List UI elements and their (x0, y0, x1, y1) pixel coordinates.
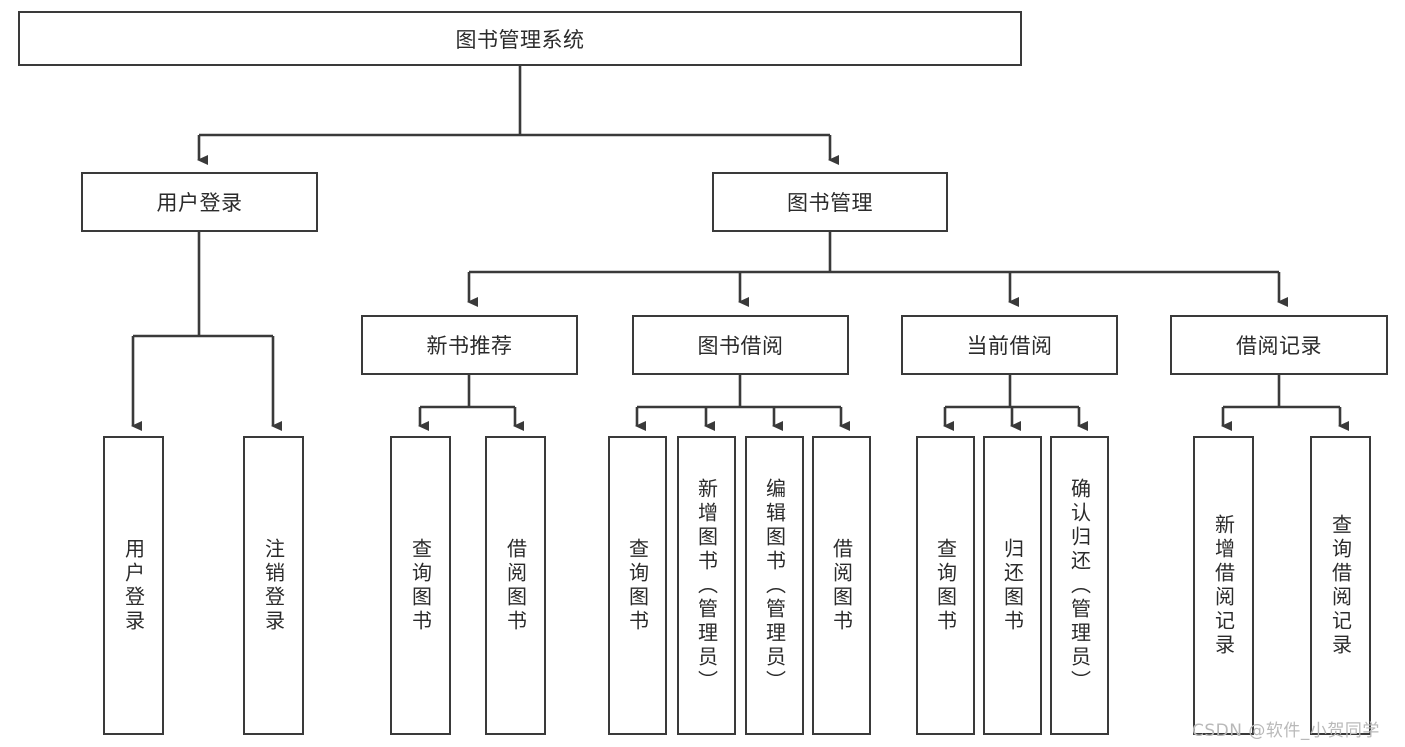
watermark: CSDN @软件_小贺同学 (1192, 721, 1380, 741)
node-leaf-query-record[interactable]: 查询借阅记录 (1310, 436, 1371, 735)
node-leaf-add-record[interactable]: 新增借阅记录 (1193, 436, 1254, 735)
node-book-management-label: 图书管理 (787, 191, 873, 215)
node-borrow-record-label: 借阅记录 (1236, 334, 1322, 358)
node-leaf-return-book[interactable]: 归还图书 (983, 436, 1042, 735)
node-current-borrow-label: 当前借阅 (966, 334, 1053, 358)
node-leaf-query-book-3[interactable]: 查询图书 (916, 436, 975, 735)
node-leaf-user-logout-label: 注销登录 (261, 537, 286, 634)
node-borrow-record[interactable]: 借阅记录 (1170, 315, 1388, 375)
node-user-login[interactable]: 用户登录 (81, 172, 318, 232)
node-new-book-recommend[interactable]: 新书推荐 (361, 315, 578, 375)
node-leaf-user-logout[interactable]: 注销登录 (243, 436, 304, 735)
node-root[interactable]: 图书管理系统 (18, 11, 1022, 66)
node-leaf-query-book-1-label: 查询图书 (408, 537, 433, 634)
node-leaf-query-book-2-label: 查询图书 (625, 537, 650, 634)
node-leaf-query-book-2[interactable]: 查询图书 (608, 436, 667, 735)
node-leaf-add-book[interactable]: 新增图书（管理员） (677, 436, 736, 735)
node-current-borrow[interactable]: 当前借阅 (901, 315, 1118, 375)
node-leaf-query-book-3-label: 查询图书 (933, 537, 958, 634)
node-leaf-confirm-return[interactable]: 确认归还（管理员） (1050, 436, 1109, 735)
node-leaf-add-record-label: 新增借阅记录 (1211, 513, 1236, 658)
node-leaf-borrow-book-2-label: 借阅图书 (829, 537, 854, 634)
node-leaf-return-book-label: 归还图书 (1000, 537, 1025, 634)
node-new-book-recommend-label: 新书推荐 (426, 334, 513, 358)
node-leaf-query-record-label: 查询借阅记录 (1328, 513, 1353, 658)
node-leaf-borrow-book-2[interactable]: 借阅图书 (812, 436, 871, 735)
node-leaf-add-book-label: 新增图书（管理员） (694, 477, 719, 694)
node-leaf-borrow-book-1-label: 借阅图书 (503, 537, 528, 634)
node-leaf-borrow-book-1[interactable]: 借阅图书 (485, 436, 546, 735)
node-leaf-confirm-return-label: 确认归还（管理员） (1067, 477, 1092, 694)
node-leaf-edit-book-label: 编辑图书（管理员） (762, 477, 787, 694)
node-user-login-label: 用户登录 (156, 191, 243, 215)
node-leaf-edit-book[interactable]: 编辑图书（管理员） (745, 436, 804, 735)
node-leaf-user-login-label: 用户登录 (121, 537, 146, 634)
node-book-management[interactable]: 图书管理 (712, 172, 948, 232)
node-book-borrow-label: 图书借阅 (697, 334, 784, 358)
node-leaf-user-login[interactable]: 用户登录 (103, 436, 164, 735)
node-root-label: 图书管理系统 (455, 27, 585, 52)
node-leaf-query-book-1[interactable]: 查询图书 (390, 436, 451, 735)
node-book-borrow[interactable]: 图书借阅 (632, 315, 849, 375)
